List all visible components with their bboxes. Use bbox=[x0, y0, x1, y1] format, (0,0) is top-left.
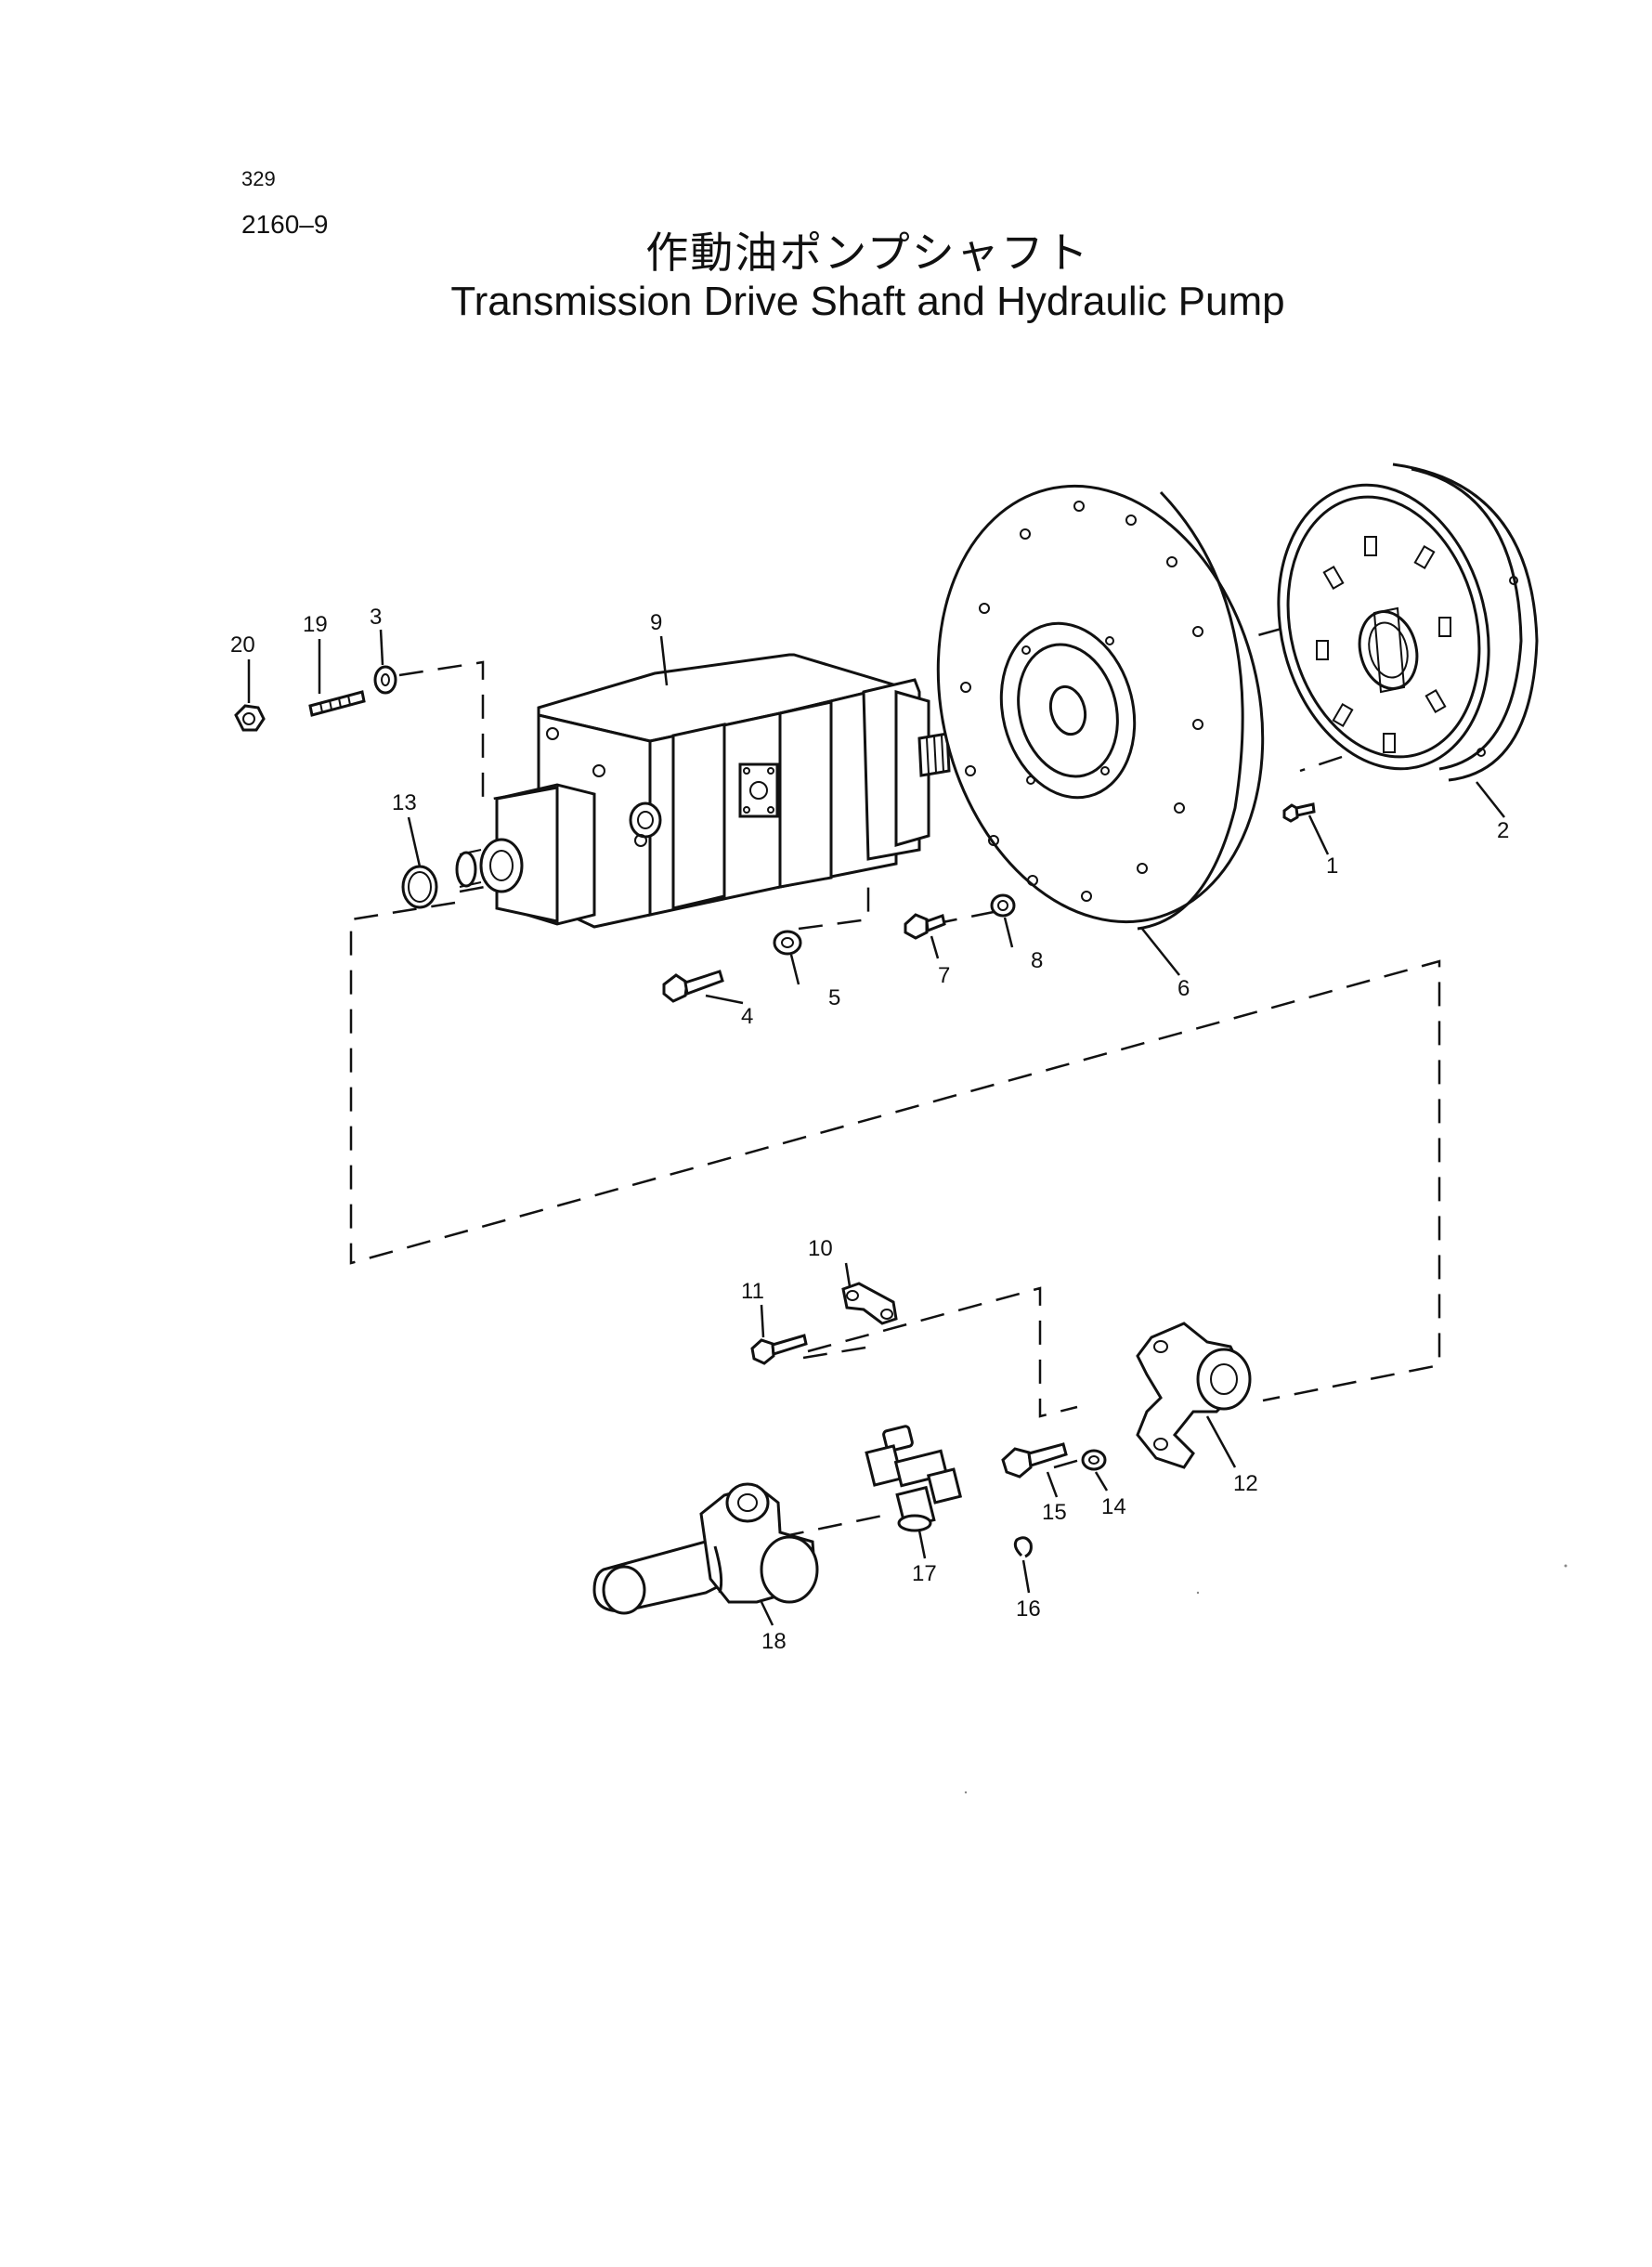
callout-7: 7 bbox=[938, 963, 950, 988]
callout-13: 13 bbox=[392, 790, 417, 815]
page-number: 329 bbox=[241, 167, 276, 190]
part-1-bolt bbox=[1282, 802, 1316, 823]
callout-12: 12 bbox=[1233, 1471, 1258, 1496]
callout-6: 6 bbox=[1177, 976, 1190, 1001]
part-6-flex-plate bbox=[936, 484, 1265, 931]
title-japanese: 作動油ポンプシャフト bbox=[645, 228, 1090, 278]
part-20-nut bbox=[234, 704, 266, 732]
callout-1: 1 bbox=[1326, 853, 1338, 879]
callout-10: 10 bbox=[808, 1236, 833, 1261]
part-10-strap bbox=[841, 1282, 898, 1325]
callout-numbers: 1 2 3 4 5 6 7 8 9 10 11 12 13 14 15 16 1… bbox=[230, 605, 1509, 1654]
coupling-rubber-blocks bbox=[1316, 536, 1451, 753]
figure-number: 2160–9 bbox=[241, 210, 329, 239]
part-3-washer bbox=[373, 665, 397, 695]
part-12-yoke bbox=[1136, 1322, 1252, 1469]
callout-18: 18 bbox=[761, 1629, 787, 1654]
callout-5: 5 bbox=[828, 985, 840, 1010]
callout-2: 2 bbox=[1497, 818, 1509, 843]
part-2-coupling bbox=[1277, 463, 1539, 782]
callout-3: 3 bbox=[370, 605, 382, 630]
callout-20: 20 bbox=[230, 632, 255, 658]
part-4-bolt bbox=[662, 970, 724, 1003]
scan-specks bbox=[964, 1564, 1567, 1794]
flex-plate-bolt-holes bbox=[960, 501, 1203, 902]
callout-4: 4 bbox=[741, 1004, 753, 1029]
part-17-spider bbox=[865, 1425, 963, 1532]
callout-11: 11 bbox=[741, 1279, 764, 1304]
part-18-drive-shaft bbox=[592, 1482, 819, 1615]
part-15-bolt bbox=[1001, 1442, 1068, 1479]
callout-14: 14 bbox=[1101, 1494, 1126, 1519]
callout-15: 15 bbox=[1042, 1500, 1067, 1525]
part-14-washer bbox=[1081, 1449, 1107, 1471]
callout-8: 8 bbox=[1031, 948, 1043, 973]
part-16-clip bbox=[1013, 1536, 1033, 1558]
title-english: Transmission Drive Shaft and Hydraulic P… bbox=[450, 279, 1285, 324]
part-5-washer bbox=[773, 930, 802, 956]
part-7-bolt bbox=[904, 913, 946, 940]
part-8-washer bbox=[990, 893, 1016, 918]
callout-leader-lines bbox=[247, 629, 1505, 1626]
part-11-bolt bbox=[750, 1334, 808, 1365]
part-19-stud bbox=[308, 690, 366, 717]
part-13-snap-ring bbox=[401, 865, 438, 909]
callout-17: 17 bbox=[912, 1561, 937, 1586]
part-9-hydraulic-pump bbox=[455, 653, 951, 929]
callout-19: 19 bbox=[303, 612, 328, 637]
callout-9: 9 bbox=[650, 610, 662, 635]
callout-16: 16 bbox=[1016, 1596, 1041, 1622]
